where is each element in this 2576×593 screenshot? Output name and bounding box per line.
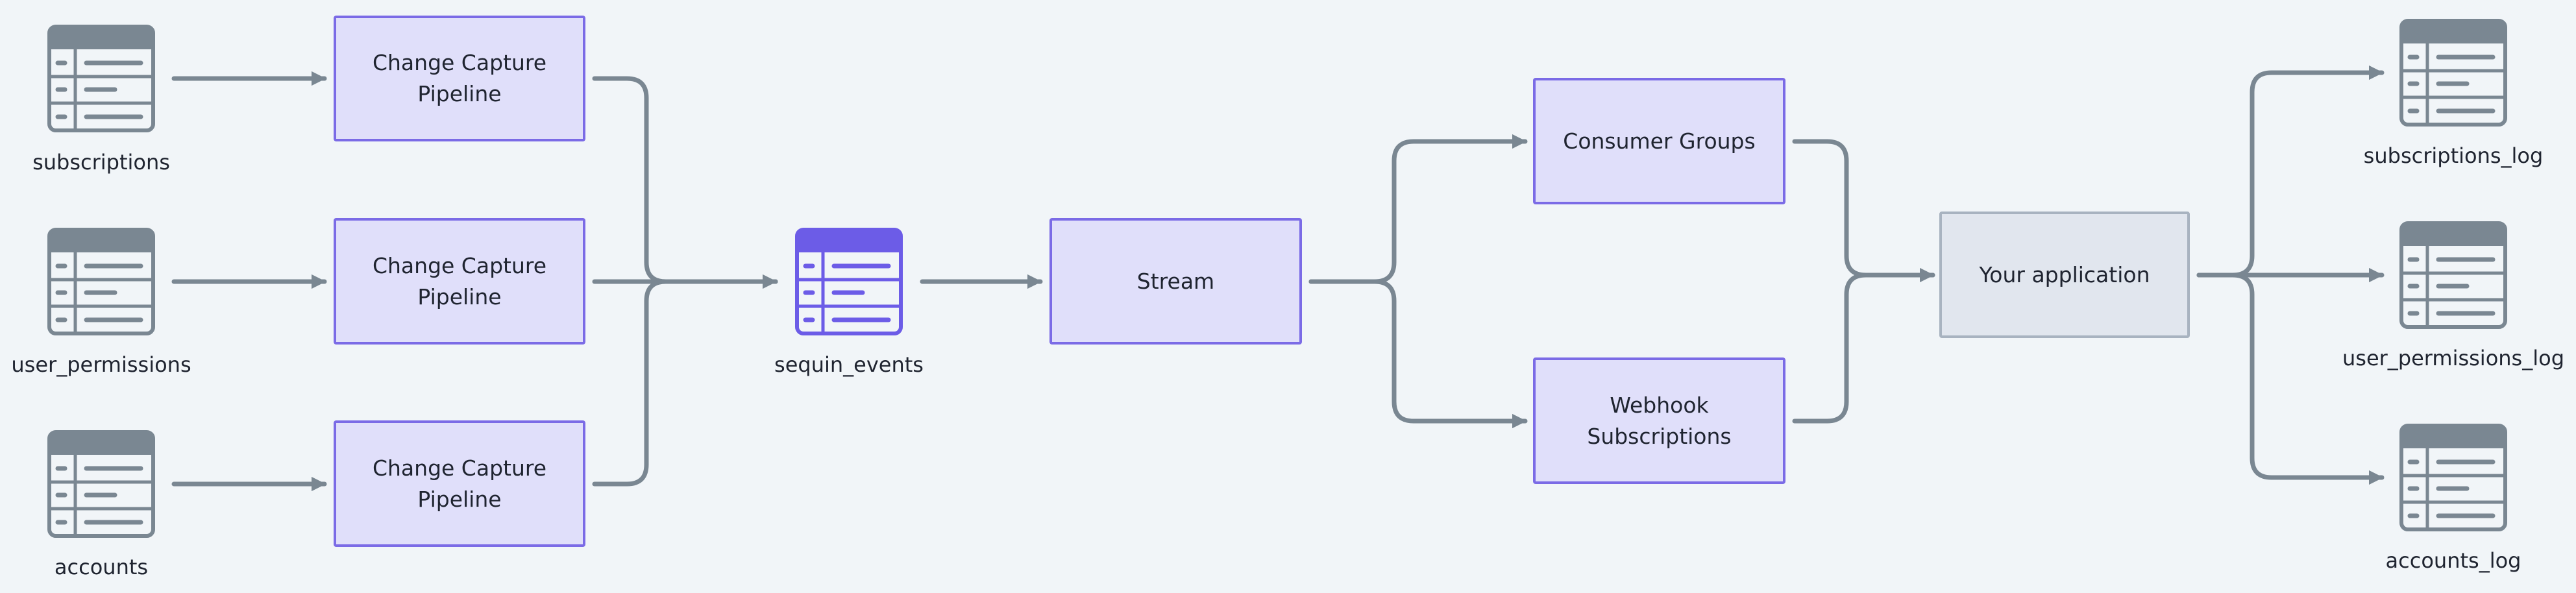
- pipeline-to-events-connector-1: [592, 76, 778, 289]
- app-to-output-connector-1: [2196, 65, 2385, 278]
- pipeline-label: Change Capture Pipeline: [372, 455, 547, 512]
- source-table-label: accounts: [54, 555, 149, 579]
- change-capture-pipeline-box[interactable]: Change Capture Pipeline: [334, 16, 585, 141]
- output-table-label: accounts_log: [2385, 548, 2521, 573]
- pipeline-label: Change Capture Pipeline: [372, 252, 547, 309]
- pipeline-to-events-connector-3: [592, 279, 778, 487]
- table-icon: [2399, 424, 2507, 531]
- table-icon: [47, 228, 155, 335]
- webhook-subscriptions-label: Webhook Subscriptions: [1587, 392, 1732, 449]
- stream-to-consumer-groups-connector: [1308, 134, 1528, 284]
- table-icon: [2399, 19, 2507, 127]
- output-table-label: subscriptions_log: [2363, 143, 2544, 168]
- consumer-groups-label: Consumer Groups: [1563, 128, 1756, 154]
- webhooks-to-app-connector: [1792, 272, 1935, 424]
- application-box[interactable]: Your application: [1939, 212, 2190, 338]
- events-table-label: sequin_events: [774, 352, 924, 377]
- table-icon: [795, 228, 903, 335]
- change-capture-pipeline-box[interactable]: Change Capture Pipeline: [334, 420, 585, 547]
- consumer-groups-box[interactable]: Consumer Groups: [1533, 78, 1785, 204]
- output-table-label: user_permissions_log: [2342, 346, 2564, 370]
- stream-label: Stream: [1136, 268, 1215, 294]
- table-icon: [47, 430, 155, 538]
- source-table-label: subscriptions: [32, 150, 170, 175]
- source-table-label: user_permissions: [11, 352, 191, 377]
- stream-box[interactable]: Stream: [1049, 218, 1302, 345]
- change-capture-pipeline-box[interactable]: Change Capture Pipeline: [334, 218, 585, 345]
- consumer-groups-to-app-connector: [1792, 139, 1935, 283]
- table-icon: [2399, 221, 2507, 329]
- stream-to-webhooks-connector: [1308, 279, 1528, 429]
- table-icon: [47, 25, 155, 132]
- pipeline-label: Change Capture Pipeline: [372, 50, 547, 106]
- webhook-subscriptions-box[interactable]: Webhook Subscriptions: [1533, 357, 1785, 484]
- app-to-output-connector-3: [2196, 272, 2385, 485]
- application-label: Your application: [1979, 261, 2150, 287]
